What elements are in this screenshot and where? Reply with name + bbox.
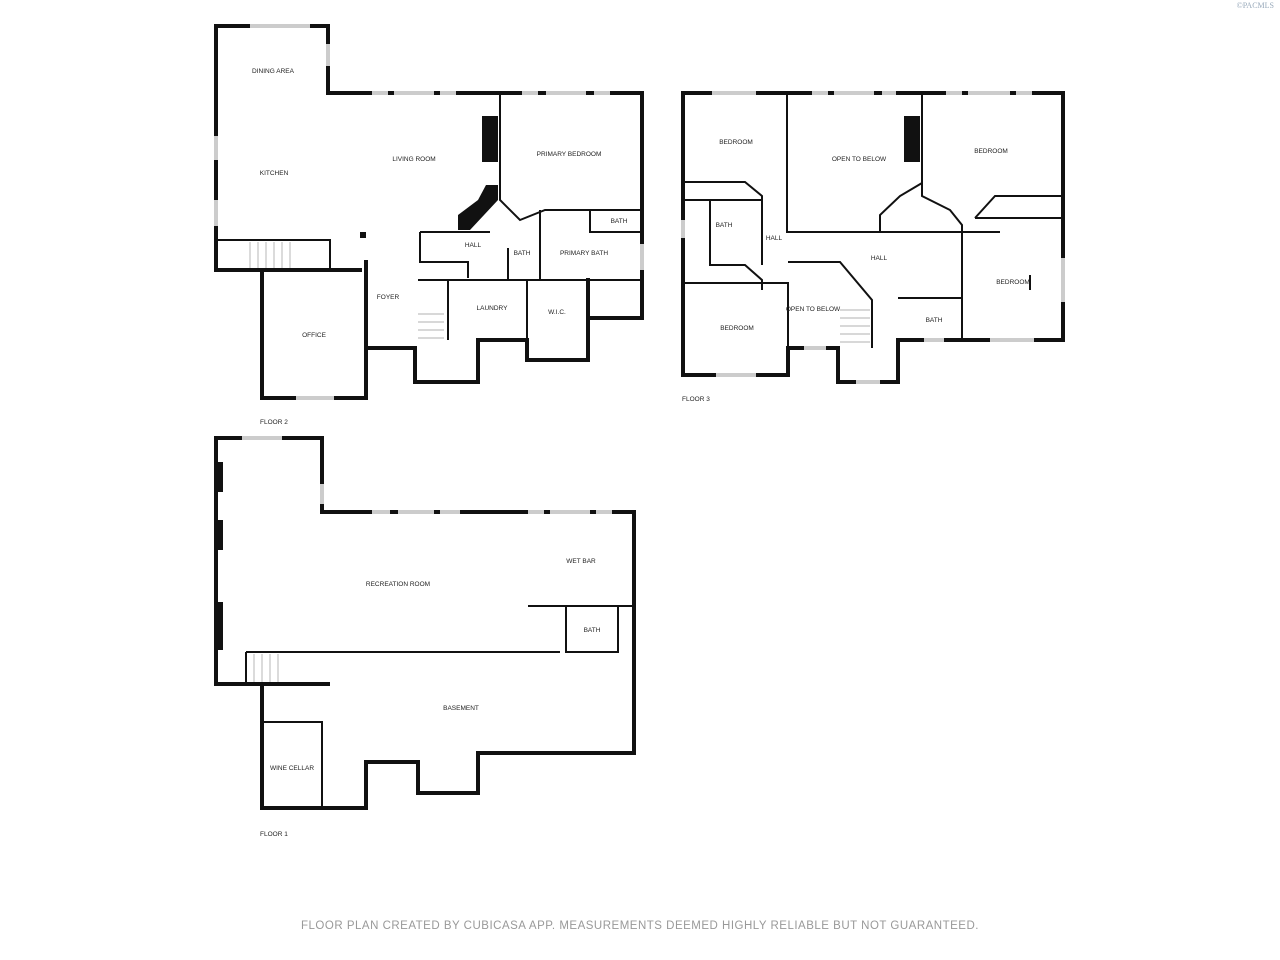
room-label: BEDROOM [720,325,754,332]
room-label: LAUNDRY [477,305,509,312]
room-label: BATH [926,317,943,324]
floor-3-label: FLOOR 3 [682,396,710,403]
room-label: WET BAR [566,558,596,565]
room-label: OFFICE [302,332,326,339]
room-label: PRIMARY BATH [560,250,608,257]
room-label: HALL [871,255,888,262]
room-label: BEDROOM [719,139,753,146]
floor-1-walls [214,436,636,810]
room-label: BATH [716,222,733,229]
room-label: BASEMENT [443,705,479,712]
room-label: BEDROOM [974,148,1008,155]
room-label: PRIMARY BEDROOM [537,151,602,158]
room-label: OPEN TO BELOW [832,156,887,163]
room-label: BATH [584,627,601,634]
floor-2-walls [214,24,644,400]
room-label: DINING AREA [252,68,295,75]
floor-1-label: FLOOR 1 [260,831,288,838]
room-label: RECREATION ROOM [366,581,430,588]
room-label: FOYER [377,294,400,301]
room-label: HALL [766,235,783,242]
room-label: W.I.C. [548,309,566,316]
watermark: ©PACMLS [1236,1,1274,10]
room-label: OPEN TO BELOW [786,306,841,313]
room-label: LIVING ROOM [392,156,435,163]
room-label: HALL [465,242,482,249]
floor-2-label: FLOOR 2 [260,419,288,426]
room-label: KITCHEN [260,170,289,177]
room-label: WINE CELLAR [270,765,314,772]
room-label: BATH [611,218,628,225]
room-label: BATH [514,250,531,257]
room-label: BEDROOM [996,279,1030,286]
disclaimer-footer: FLOOR PLAN CREATED BY CUBICASA APP. MEAS… [301,920,979,932]
floor-3-walls [681,91,1065,384]
